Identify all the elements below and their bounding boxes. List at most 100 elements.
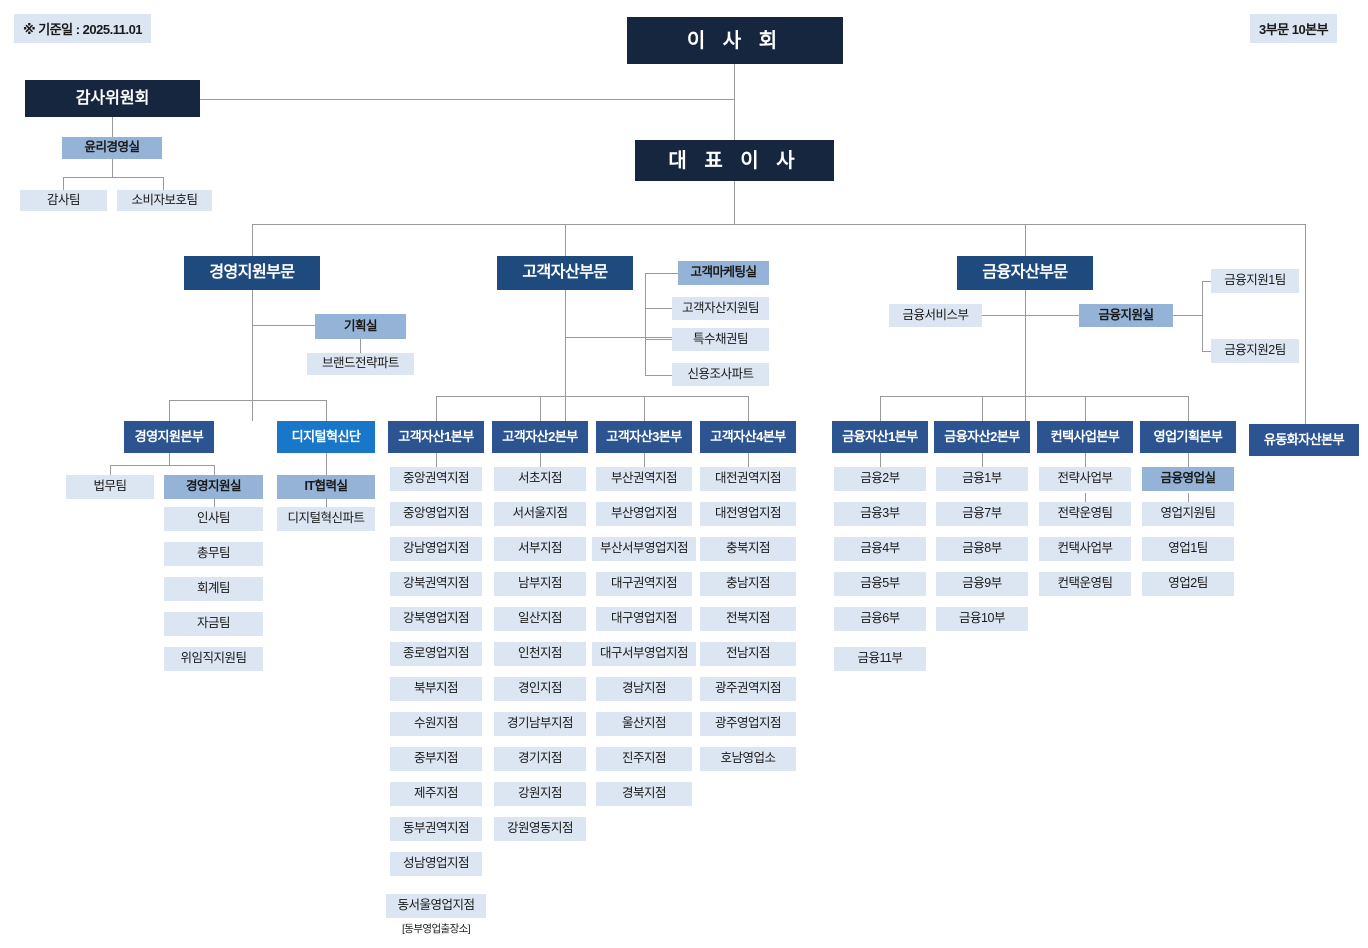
list-item[interactable]: 금융1부 xyxy=(936,467,1028,491)
list-item[interactable]: 경인지점 xyxy=(494,677,586,701)
node-financial-support-team-2[interactable]: 금융지원2팀 xyxy=(1211,339,1299,363)
list-item[interactable]: 충남지점 xyxy=(700,572,796,596)
list-item[interactable]: 호남영업소 xyxy=(700,747,796,771)
node-financial-support-team-1[interactable]: 금융지원1팀 xyxy=(1211,269,1299,293)
list-item[interactable]: 종로영업지점 xyxy=(390,642,482,666)
list-item[interactable]: 강원영동지점 xyxy=(494,817,586,841)
list-item[interactable]: 제주지점 xyxy=(390,782,482,806)
list-item[interactable]: 대구권역지점 xyxy=(596,572,692,596)
list-item[interactable]: 대구서부영업지점 xyxy=(592,642,696,666)
list-item[interactable]: 컨택사업부 xyxy=(1039,537,1131,561)
node-digital-innovation-part[interactable]: 디지털혁신파트 xyxy=(277,507,375,531)
node-hq-financial-assets-1[interactable]: 금융자산1본부 xyxy=(832,421,928,453)
list-item[interactable]: 경북지점 xyxy=(596,782,692,806)
node-hq-customer-assets-2[interactable]: 고객자산2본부 xyxy=(492,421,588,453)
list-item[interactable]: 서부지점 xyxy=(494,537,586,561)
list-item[interactable]: 중앙권역지점 xyxy=(390,467,482,491)
list-item[interactable]: 금융11부 xyxy=(834,647,926,671)
node-hq-securitized-assets[interactable]: 유동화자산본부 xyxy=(1249,424,1359,456)
node-hq-customer-assets-4[interactable]: 고객자산4본부 xyxy=(700,421,796,453)
node-audit-committee[interactable]: 감사위원회 xyxy=(25,80,200,117)
node-credit-investigation-part[interactable]: 신용조사파트 xyxy=(672,363,769,386)
list-item[interactable]: 북부지점 xyxy=(390,677,482,701)
node-hq-contact-business[interactable]: 컨택사업본부 xyxy=(1037,421,1133,453)
node-customer-asset-support-team[interactable]: 고객자산지원팀 xyxy=(672,297,769,320)
list-item[interactable]: 전략사업부 xyxy=(1039,467,1131,491)
list-item[interactable]: 전남지점 xyxy=(700,642,796,666)
list-item[interactable]: 금융9부 xyxy=(936,572,1028,596)
node-hr-team[interactable]: 인사팀 xyxy=(164,507,263,531)
list-item[interactable]: 강북영업지점 xyxy=(390,607,482,631)
node-planning-office[interactable]: 기획실 xyxy=(315,314,406,339)
list-item[interactable]: 부산영업지점 xyxy=(596,502,692,526)
list-item[interactable]: 부산서부영업지점 xyxy=(592,537,696,561)
list-item[interactable]: 동서울영업지점 xyxy=(386,894,486,918)
list-item[interactable]: 경남지점 xyxy=(596,677,692,701)
node-hq-digital-innovation[interactable]: 디지털혁신단 xyxy=(277,421,375,453)
list-item[interactable]: 중앙영업지점 xyxy=(390,502,482,526)
list-item[interactable]: 경기남부지점 xyxy=(494,712,586,736)
list-item[interactable]: 대구영업지점 xyxy=(596,607,692,631)
list-item[interactable]: 광주권역지점 xyxy=(700,677,796,701)
list-item[interactable]: 금융3부 xyxy=(834,502,926,526)
node-general-affairs-team[interactable]: 총무팀 xyxy=(164,542,263,566)
list-item[interactable]: 인천지점 xyxy=(494,642,586,666)
list-item[interactable]: 금융7부 xyxy=(936,502,1028,526)
list-item[interactable]: 경기지점 xyxy=(494,747,586,771)
list-item[interactable]: 금융5부 xyxy=(834,572,926,596)
node-hq-financial-assets-2[interactable]: 금융자산2본부 xyxy=(934,421,1030,453)
list-item[interactable]: 울산지점 xyxy=(596,712,692,736)
node-finance-team[interactable]: 자금팀 xyxy=(164,612,263,636)
list-item[interactable]: 강북권역지점 xyxy=(390,572,482,596)
node-ceo[interactable]: 대 표 이 사 xyxy=(635,140,834,181)
list-item[interactable]: 영업1팀 xyxy=(1142,537,1234,561)
list-item[interactable]: 광주영업지점 xyxy=(700,712,796,736)
list-item[interactable]: 일산지점 xyxy=(494,607,586,631)
list-item[interactable]: 금융8부 xyxy=(936,537,1028,561)
list-item[interactable]: 남부지점 xyxy=(494,572,586,596)
node-hq-customer-assets-1[interactable]: 고객자산1본부 xyxy=(388,421,484,453)
list-item[interactable]: 진주지점 xyxy=(596,747,692,771)
list-item[interactable]: 금융4부 xyxy=(834,537,926,561)
node-management-support-office[interactable]: 경영지원실 xyxy=(164,475,263,499)
node-it-cooperation-office[interactable]: IT협력실 xyxy=(277,475,375,499)
list-item[interactable]: 강원지점 xyxy=(494,782,586,806)
list-item[interactable]: 대전영업지점 xyxy=(700,502,796,526)
list-item[interactable]: 전략운영팀 xyxy=(1039,502,1131,526)
node-board-of-directors[interactable]: 이 사 회 xyxy=(627,17,843,64)
list-item[interactable]: 강남영업지점 xyxy=(390,537,482,561)
node-consumer-protection-team[interactable]: 소비자보호팀 xyxy=(117,190,212,211)
node-audit-team[interactable]: 감사팀 xyxy=(20,190,107,211)
list-item[interactable]: 영업지원팀 xyxy=(1142,502,1234,526)
node-ethics-office[interactable]: 윤리경영실 xyxy=(62,137,162,159)
list-item[interactable]: 영업2팀 xyxy=(1142,572,1234,596)
list-item[interactable]: 서서울지점 xyxy=(494,502,586,526)
node-accounting-team[interactable]: 회계팀 xyxy=(164,577,263,601)
list-item[interactable]: 부산권역지점 xyxy=(596,467,692,491)
node-financial-support-office[interactable]: 금융지원실 xyxy=(1079,304,1173,327)
list-item[interactable]: 수원지점 xyxy=(390,712,482,736)
node-hq-sales-planning[interactable]: 영업기획본부 xyxy=(1140,421,1236,453)
list-item[interactable]: 서초지점 xyxy=(494,467,586,491)
list-item[interactable]: 동부권역지점 xyxy=(390,817,482,841)
list-item[interactable]: 성남영업지점 xyxy=(390,852,482,876)
node-division-financial-assets[interactable]: 금융자산부문 xyxy=(957,256,1093,290)
list-item[interactable]: 금융2부 xyxy=(834,467,926,491)
node-customer-marketing-office[interactable]: 고객마케팅실 xyxy=(678,261,769,285)
node-financial-sales-office[interactable]: 금융영업실 xyxy=(1142,467,1234,491)
list-item[interactable]: 컨택운영팀 xyxy=(1039,572,1131,596)
list-item[interactable]: 전북지점 xyxy=(700,607,796,631)
list-item[interactable]: 중부지점 xyxy=(390,747,482,771)
list-item[interactable]: 충북지점 xyxy=(700,537,796,561)
node-hq-management-support[interactable]: 경영지원본부 xyxy=(124,421,214,453)
node-hq-customer-assets-3[interactable]: 고객자산3본부 xyxy=(596,421,692,453)
node-special-receivables-team[interactable]: 특수채권팀 xyxy=(672,328,769,351)
node-legal-team[interactable]: 법무팀 xyxy=(66,475,154,499)
list-item[interactable]: 금융10부 xyxy=(936,607,1028,631)
node-division-customer-assets[interactable]: 고객자산부문 xyxy=(497,256,633,290)
node-division-management-support[interactable]: 경영지원부문 xyxy=(184,256,320,290)
node-brand-strategy-part[interactable]: 브랜드전략파트 xyxy=(307,353,414,375)
node-delegated-support-team[interactable]: 위임직지원팀 xyxy=(164,647,263,671)
list-item[interactable]: 금융6부 xyxy=(834,607,926,631)
list-item[interactable]: 대전권역지점 xyxy=(700,467,796,491)
